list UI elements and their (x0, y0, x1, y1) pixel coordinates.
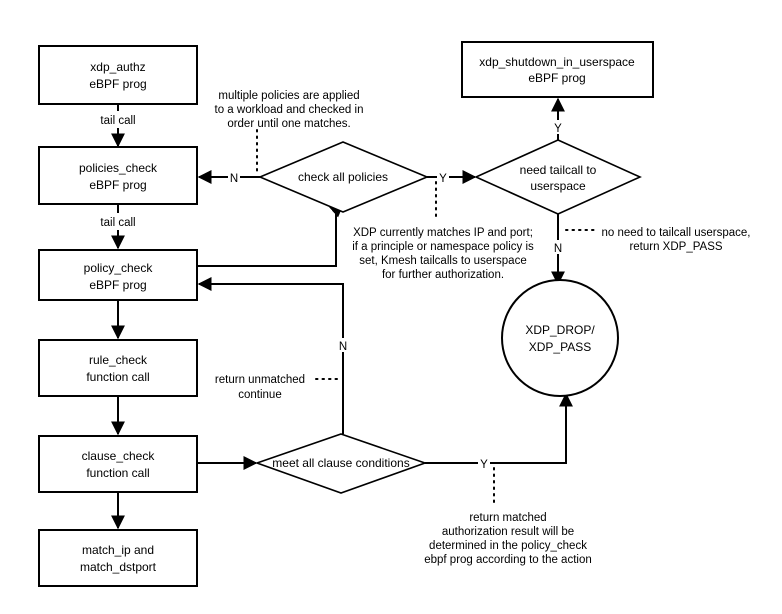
svg-text:determined in the policy_check: determined in the policy_check (429, 540, 587, 552)
svg-text:meet all clause conditions: meet all clause conditions (272, 456, 409, 470)
svg-text:rule_check: rule_check (89, 353, 148, 367)
node-xdp-authz: xdp_authz eBPF prog (38, 45, 198, 105)
label-n-meet: N (339, 341, 347, 353)
label-n-need: N (554, 243, 562, 255)
svg-text:if a principle or namespace po: if a principle or namespace policy is (352, 241, 534, 253)
edge-meet-to-drop (425, 392, 573, 464)
svg-text:XDP_PASS: XDP_PASS (529, 340, 591, 354)
svg-text:check all policies: check all policies (298, 170, 388, 184)
svg-text:return matched: return matched (469, 512, 546, 524)
edge-labels: tail call tail call N Y Y N N Y (96, 111, 564, 471)
svg-text:to a workload and checked in: to a workload and checked in (215, 104, 364, 116)
svg-text:return XDP_PASS: return XDP_PASS (629, 241, 722, 253)
annotation-multiple-policies: multiple policies are applied to a workl… (215, 90, 364, 130)
annotation-return-matched: return matched authorization result will… (424, 512, 592, 566)
svg-text:xdp_authz: xdp_authz (90, 60, 145, 74)
svg-text:eBPF prog: eBPF prog (89, 77, 146, 91)
decision-meet-all-clause: meet all clause conditions (254, 433, 428, 494)
svg-text:policy_check: policy_check (84, 261, 154, 275)
terminal-xdp-drop-pass: XDP_DROP/ XDP_PASS (501, 279, 619, 397)
svg-text:XDP currently matches IP and p: XDP currently matches IP and port; (353, 227, 533, 239)
label-y-check-all: Y (439, 173, 447, 185)
svg-text:clause_check: clause_check (82, 449, 156, 463)
annotation-no-need-tailcall: no need to tailcall userspace, return XD… (602, 227, 751, 253)
label-n-check-all: N (230, 173, 238, 185)
edge-meet-to-policy (197, 277, 344, 434)
node-match-ip: match_ip and match_dstport (38, 529, 198, 587)
svg-text:no need to tailcall userspace,: no need to tailcall userspace, (602, 227, 751, 239)
node-rule-check: rule_check function call (38, 339, 198, 397)
svg-text:ebpf prog according to the act: ebpf prog according to the action (424, 554, 592, 566)
svg-text:userspace: userspace (530, 179, 586, 193)
node-xdp-shutdown: xdp_shutdown_in_userspace eBPF prog (461, 41, 654, 98)
annotation-xdp-matches: XDP currently matches IP and port; if a … (352, 227, 534, 281)
svg-text:authorization result will be: authorization result will be (442, 526, 574, 538)
svg-text:order until one matches.: order until one matches. (227, 118, 350, 130)
decision-check-all-policies: check all policies (257, 141, 430, 213)
svg-text:match_dstport: match_dstport (80, 560, 157, 574)
svg-text:for further authorization.: for further authorization. (382, 269, 504, 281)
annotation-return-unmatched: return unmatched continue (215, 374, 305, 401)
svg-text:policies_check: policies_check (79, 161, 158, 175)
svg-text:function call: function call (86, 370, 149, 384)
svg-text:eBPF prog: eBPF prog (89, 278, 146, 292)
label-y-need: Y (554, 123, 562, 135)
node-clause-check: clause_check function call (38, 435, 198, 493)
svg-text:function call: function call (86, 466, 149, 480)
label-tail-call-1: tail call (100, 115, 135, 127)
node-policy-check: policy_check eBPF prog (38, 249, 198, 301)
decision-need-tailcall: need tailcall to userspace (474, 139, 642, 215)
svg-text:multiple policies are applied: multiple policies are applied (218, 90, 359, 102)
edge-policy-to-check-all (197, 203, 345, 267)
svg-text:eBPF prog: eBPF prog (89, 178, 146, 192)
svg-text:eBPF prog: eBPF prog (528, 71, 585, 85)
svg-text:xdp_shutdown_in_userspace: xdp_shutdown_in_userspace (479, 55, 635, 69)
svg-text:continue: continue (238, 389, 281, 401)
label-tail-call-2: tail call (100, 217, 135, 229)
svg-text:match_ip and: match_ip and (82, 543, 154, 557)
node-policies-check: policies_check eBPF prog (38, 146, 198, 205)
svg-text:XDP_DROP/: XDP_DROP/ (525, 323, 595, 337)
label-y-meet: Y (480, 459, 488, 471)
svg-text:need tailcall to: need tailcall to (520, 163, 597, 177)
svg-text:return unmatched: return unmatched (215, 374, 305, 386)
svg-text:set, Kmesh tailcalls to usersp: set, Kmesh tailcalls to userspace (359, 255, 526, 267)
